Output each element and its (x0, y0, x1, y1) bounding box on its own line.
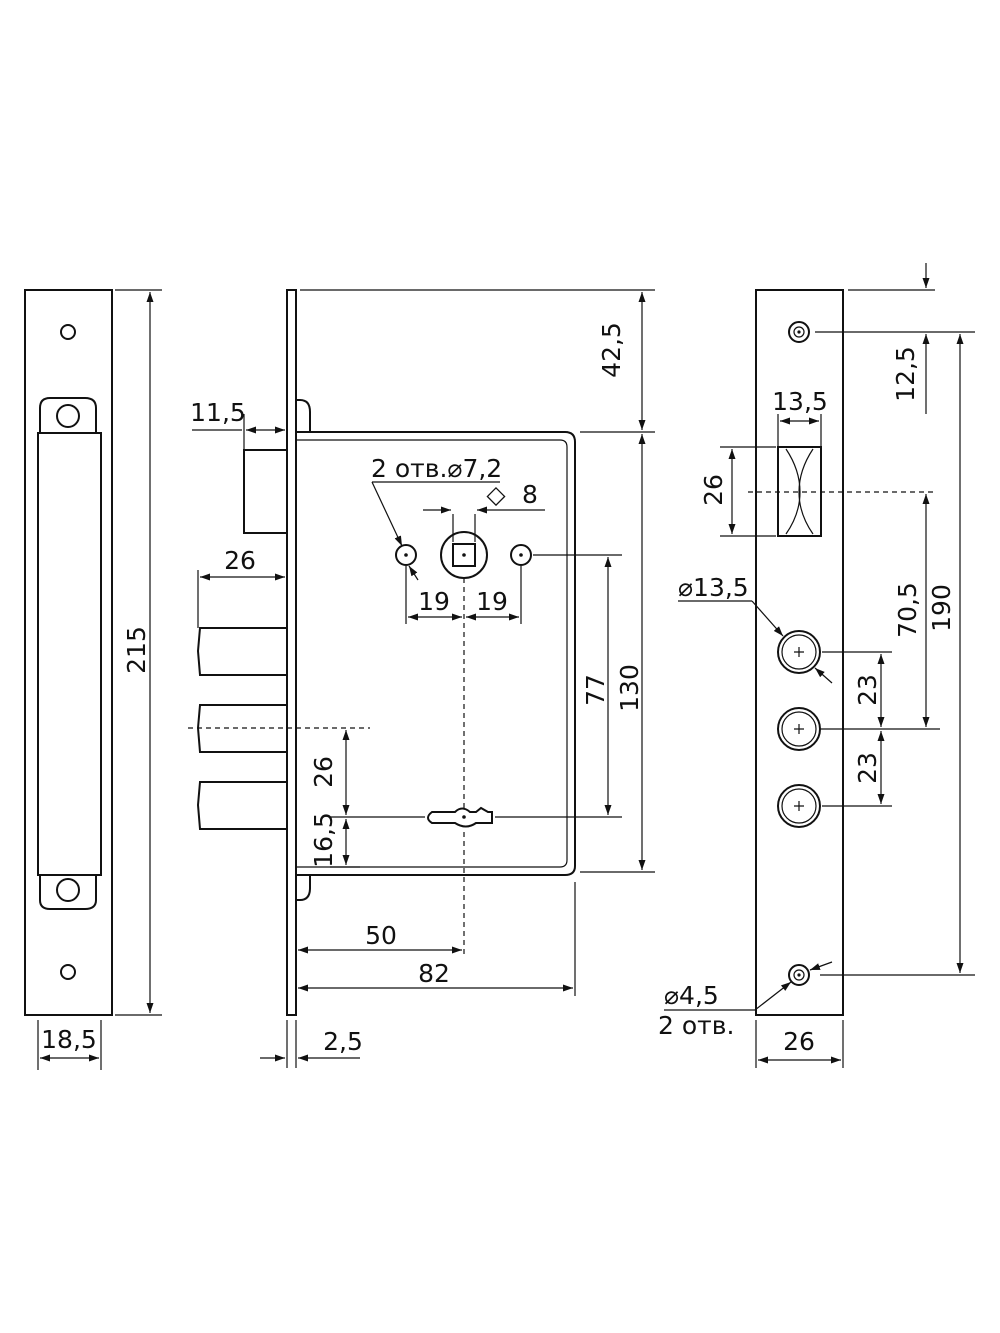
screw-hole-diameter: ⌀4,5 (664, 981, 719, 1010)
bolt-dia-leader (751, 600, 784, 637)
strike-plate-view: 215 18,5 (24, 289, 162, 1070)
keyhole (427, 806, 493, 828)
bolt-hole-1 (777, 630, 821, 674)
dim-19-right: 19 (476, 587, 508, 616)
dim-215: 215 (122, 626, 151, 674)
holes-label: 2 отв. (371, 454, 447, 483)
dim-12-5: 12,5 (891, 346, 920, 402)
dim-26-slot: 26 (699, 474, 728, 506)
strike-top-tab-hole (56, 404, 80, 428)
latch-bolt (243, 449, 288, 534)
faceplate-bottom-screw (788, 964, 810, 986)
dim-50: 50 (365, 921, 397, 950)
spindle-square (452, 543, 476, 567)
strike-top-screw-hole (60, 324, 76, 340)
hole-leader-line (371, 481, 403, 547)
square-size: 8 (522, 480, 538, 509)
square-symbol: ◇ (486, 480, 506, 509)
deadbolt-1 (196, 627, 288, 676)
dim-13-5: 13,5 (772, 387, 828, 416)
dim-70-5: 70,5 (893, 582, 922, 638)
lock-body-view: 11,5 26 26 16,5 50 82 2,5 42,5 130 (188, 289, 655, 1068)
dim-42-5: 42,5 (597, 322, 626, 378)
dim-26-width: 26 (783, 1027, 815, 1056)
faceplate-front-view: 12,5 190 70,5 23 23 13,5 26 ⌀13,5 ⌀4,5 2… (658, 263, 975, 1068)
strike-plate-outline (24, 289, 113, 1016)
mount-hole-right (510, 544, 532, 566)
dim-190: 190 (927, 584, 956, 632)
dim-130: 130 (615, 664, 644, 712)
strike-bottom-tab-hole (56, 878, 80, 902)
dim-23-a: 23 (853, 674, 882, 706)
body-inner-outline (296, 439, 568, 868)
svg-text:2 отв.⌀7,2: 2 отв.⌀7,2 (371, 454, 502, 483)
bottom-screw-head (296, 875, 311, 901)
strike-recess (37, 432, 102, 876)
strike-top-tab (39, 397, 97, 433)
bolt-hole-diameter: ⌀13,5 (678, 573, 749, 602)
dim-82: 82 (418, 959, 450, 988)
dim-77: 77 (581, 674, 610, 706)
strike-bottom-screw-hole (60, 964, 76, 980)
top-screw-head (296, 399, 311, 432)
latch-slot (777, 446, 822, 537)
deadbolt-3 (196, 781, 288, 830)
dim-16-5: 16,5 (309, 812, 338, 868)
faceplate-top-screw (788, 321, 810, 343)
dim-26-bolt: 26 (309, 756, 338, 788)
body-outer-outline (296, 431, 576, 876)
screw-dia-leader (754, 981, 792, 1011)
dim-26-latch: 26 (224, 546, 256, 575)
bolt-hole-3 (777, 784, 821, 828)
deadbolt-2 (196, 704, 288, 753)
dim-23-b: 23 (853, 752, 882, 784)
dim-18-5: 18,5 (41, 1025, 97, 1054)
dim-11-5: 11,5 (190, 398, 246, 427)
strike-bottom-tab (39, 875, 97, 910)
faceplate (286, 289, 297, 1016)
dim-19-left: 19 (418, 587, 450, 616)
hole-diameter: ⌀7,2 (447, 454, 502, 483)
mount-hole-left (395, 544, 417, 566)
screw-hole-count: 2 отв. (658, 1011, 734, 1040)
dim-2-5: 2,5 (323, 1027, 363, 1056)
